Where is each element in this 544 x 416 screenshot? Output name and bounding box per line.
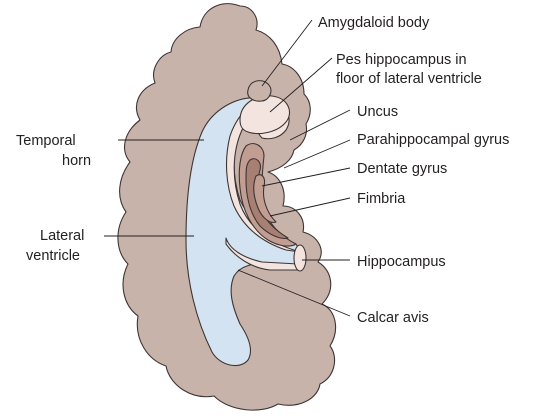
label-calcar-avis: Calcar avis xyxy=(357,310,429,326)
label-pes-hippocampus-line2: floor of lateral ventricle xyxy=(336,71,482,87)
hippocampus-cross-section xyxy=(294,245,306,271)
label-uncus: Uncus xyxy=(357,104,398,120)
label-fimbria: Fimbria xyxy=(357,191,406,207)
label-pes-hippocampus-line1: Pes hippocampus in xyxy=(336,52,467,68)
label-temporal-horn-line2: horn xyxy=(62,153,91,169)
label-temporal-horn-line1: Temporal xyxy=(16,133,76,149)
label-amygdaloid-body: Amygdaloid body xyxy=(318,15,430,31)
label-dentate-gyrus: Dentate gyrus xyxy=(357,161,447,177)
label-hippocampus: Hippocampus xyxy=(357,254,446,270)
label-lateral-ventricle-line1: Lateral xyxy=(40,228,84,244)
amygdaloid-body xyxy=(248,81,271,102)
label-lateral-ventricle-line2: ventricle xyxy=(26,248,80,264)
label-parahippocampal-gyrus: Parahippocampal gyrus xyxy=(357,132,509,148)
